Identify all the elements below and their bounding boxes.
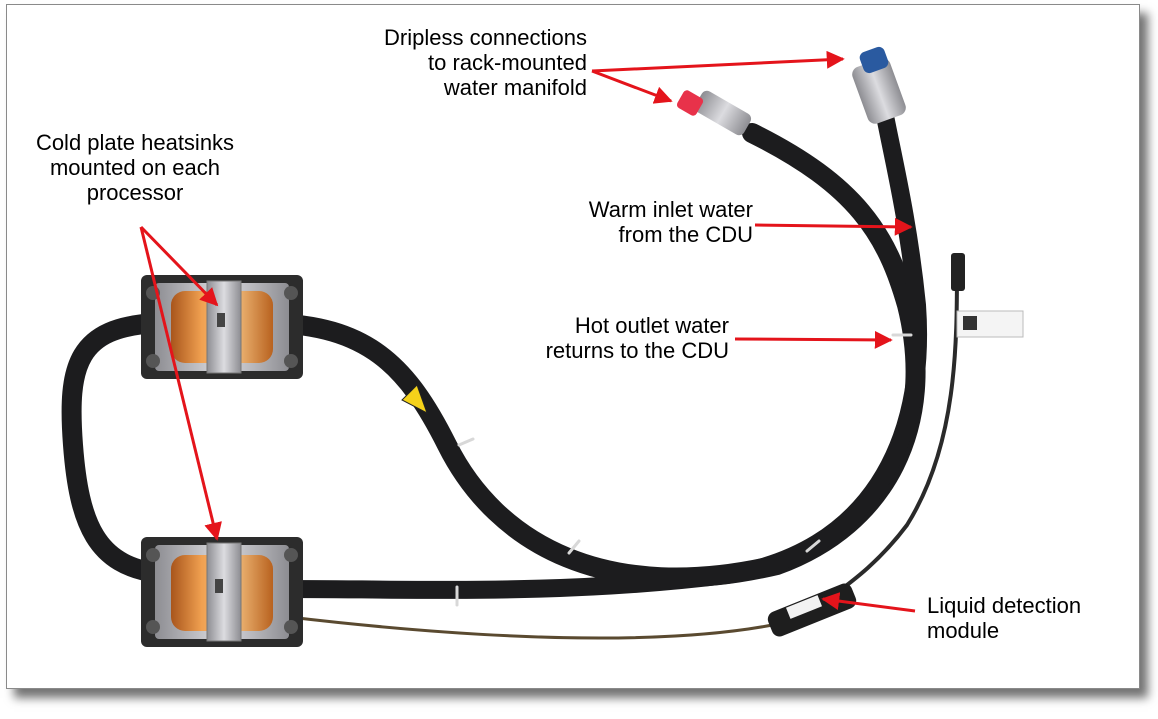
label-line: module xyxy=(927,618,1000,643)
dripless-connector-blue xyxy=(852,46,906,124)
sensor-tag xyxy=(956,310,1024,338)
label-line: Liquid detection xyxy=(927,593,1082,618)
label-liquid-detection-module: Liquid detection module xyxy=(927,593,1127,643)
arrow-warm-inlet xyxy=(754,217,913,236)
arrow-dripless-blue xyxy=(591,50,845,73)
liquid-detection-module xyxy=(767,583,857,637)
label-line: Cold plate heatsinks xyxy=(35,130,235,155)
hose-lower-run xyxy=(270,74,927,599)
dripless-connector-red xyxy=(676,90,752,136)
label-hot-outlet-water: Hot outlet water returns to the CDU xyxy=(497,313,729,363)
cold-plate-upper xyxy=(141,275,303,379)
label-line: Warm inlet water xyxy=(588,197,753,222)
arrow-dripless-red xyxy=(591,69,673,104)
cold-plate-lower xyxy=(141,537,303,647)
warning-sticker xyxy=(401,384,428,415)
label-line: Dripless connections xyxy=(384,25,587,50)
cooling-loop-photo xyxy=(61,46,1024,647)
arrow-hot-outlet xyxy=(734,330,893,349)
label-line: processor xyxy=(86,180,184,205)
label-line: Hot outlet water xyxy=(574,313,729,338)
figure-frame: Dripless connections to rack-mounted wat… xyxy=(6,4,1140,689)
label-line: to rack-mounted xyxy=(428,50,587,75)
label-line: water manifold xyxy=(443,75,587,100)
arrow-cold-plate-lower xyxy=(139,226,222,541)
label-dripless-connections: Dripless connections to rack-mounted wat… xyxy=(337,25,587,100)
arrow-liquid-detection xyxy=(821,592,916,613)
label-line: from the CDU xyxy=(618,222,753,247)
sensor-cable xyxy=(825,263,959,602)
sensor-plug xyxy=(951,253,965,291)
label-cold-plate-heatsinks: Cold plate heatsinks mounted on each pro… xyxy=(13,130,257,205)
label-line: returns to the CDU xyxy=(545,338,729,363)
hose-left-loop xyxy=(61,313,167,583)
callout-arrows xyxy=(139,50,916,613)
label-line: mounted on each xyxy=(49,155,221,180)
sensor-wire xyxy=(287,615,809,640)
label-warm-inlet-water: Warm inlet water from the CDU xyxy=(527,197,753,247)
arrow-cold-plate-upper xyxy=(139,225,219,307)
